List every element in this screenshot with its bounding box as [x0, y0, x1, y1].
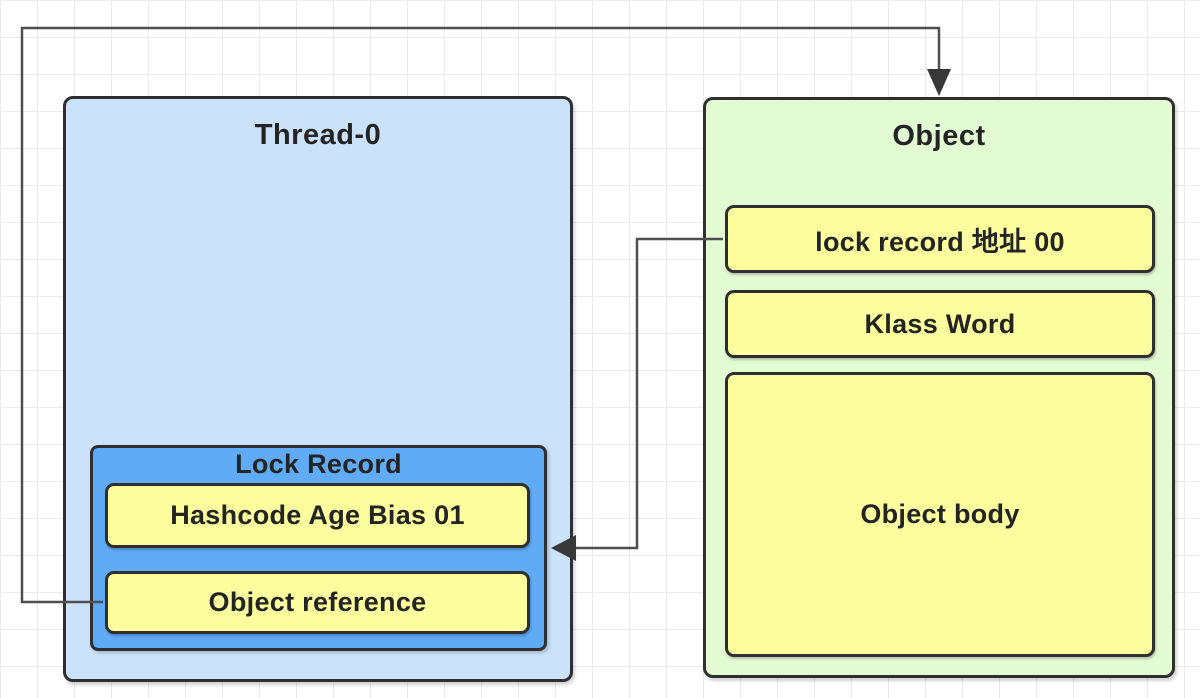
lock-record-address-label: lock record 地址 00 [815, 226, 1065, 257]
hashcode-age-bias-slot: Hashcode Age Bias 01 [105, 483, 530, 548]
thread-0-box: Thread-0 Lock Record Hashcode Age Bias 0… [63, 96, 573, 682]
lock-record-box: Lock Record Hashcode Age Bias 01 Object … [90, 445, 547, 651]
object-title: Object [892, 120, 986, 152]
arrow-down-icon [927, 69, 951, 96]
connector-lock-record-address-to-lock-record [551, 237, 723, 561]
object-box: Object lock record 地址 00 Klass Word Obje… [703, 97, 1175, 678]
lock-record-title: Lock Record [235, 449, 402, 479]
object-reference-label: Object reference [208, 587, 427, 617]
klass-word-slot: Klass Word [725, 290, 1155, 358]
thread-0-title: Thread-0 [254, 119, 382, 151]
lock-record-address-slot: lock record 地址 00 [725, 205, 1155, 273]
klass-word-label: Klass Word [864, 308, 1016, 339]
object-body-slot: Object body [725, 372, 1155, 657]
object-body-label: Object body [860, 499, 1020, 529]
object-reference-slot: Object reference [105, 571, 530, 634]
hashcode-age-bias-label: Hashcode Age Bias 01 [170, 500, 465, 530]
